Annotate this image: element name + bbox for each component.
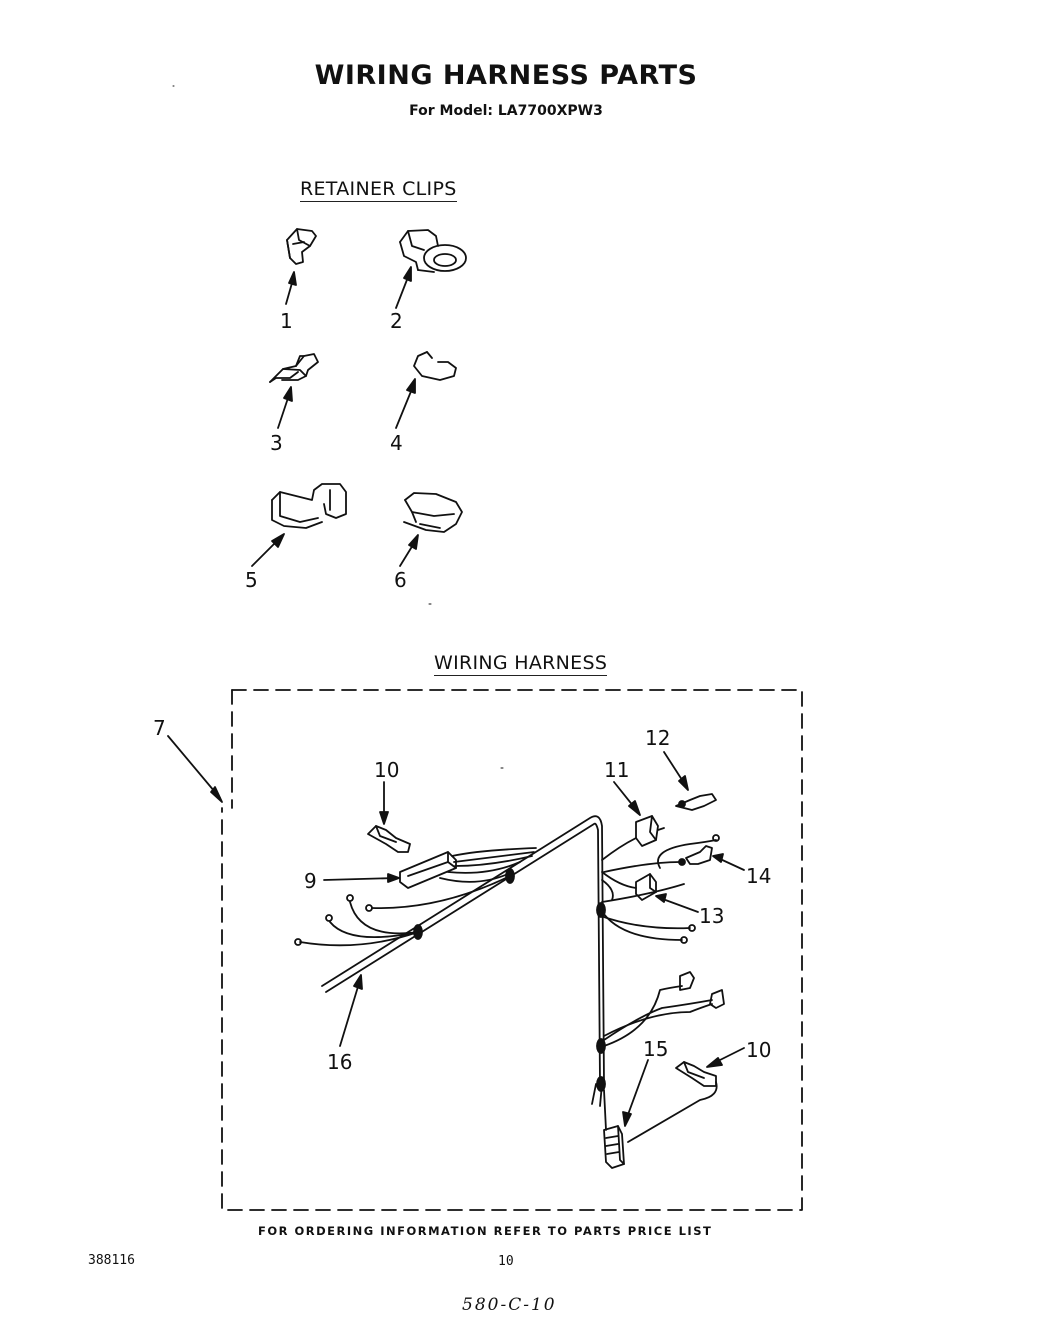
clip-2-label: 2 (390, 309, 403, 333)
harness-terminal-12 (675, 793, 717, 811)
clip-2-leader (395, 266, 412, 309)
retainer-clip-4 (413, 351, 457, 381)
handwritten-code: 580-C-10 (462, 1295, 557, 1315)
clip-3-leader (277, 386, 293, 429)
page-title: WIRING HARNESS PARTS (314, 60, 698, 91)
callout-10-right-leader (706, 1047, 745, 1068)
callout-14: 14 (746, 864, 772, 888)
ordering-note: FOR ORDERING INFORMATION REFER TO PARTS … (258, 1224, 713, 1238)
clip-3-label: 3 (270, 431, 283, 455)
clip-5-label: 5 (245, 568, 258, 592)
model-subtitle: For Model: LA7700XPW3 (409, 103, 603, 119)
harness-lower-plugs (603, 971, 725, 1047)
harness-connector-11 (601, 815, 665, 861)
page-number: 10 (498, 1254, 514, 1269)
harness-connector-15 (603, 1089, 625, 1169)
wiring-harness-heading: WIRING HARNESS (434, 652, 608, 676)
callout-11: 11 (604, 758, 630, 782)
harness-connector-13 (601, 871, 657, 901)
callout-10-left: 10 (374, 758, 400, 782)
callout-10-right: 10 (746, 1038, 772, 1062)
callout-12: 12 (645, 726, 671, 750)
callout-11-leader (613, 781, 641, 816)
clip-5-leader (251, 533, 285, 567)
clip-4-label: 4 (390, 431, 403, 455)
clip-6-leader (399, 534, 419, 567)
clip-1-label: 1 (280, 309, 293, 333)
retainer-clip-1 (286, 228, 317, 265)
harness-terminal-14 (603, 834, 720, 873)
harness-terminal-10-right (627, 1061, 718, 1143)
callout-13: 13 (699, 904, 725, 928)
scan-specks (172, 85, 504, 769)
harness-terminal-block-9 (399, 847, 537, 889)
harness-left-branches (294, 875, 511, 947)
document-code: 388116 (88, 1253, 135, 1268)
callout-7: 7 (153, 716, 166, 740)
callout-10-left-leader (379, 781, 389, 825)
retainer-clips-heading: RETAINER CLIPS (300, 178, 457, 202)
clip-4-leader (395, 378, 416, 429)
retainer-clip-6 (403, 492, 463, 533)
callout-7-leader (167, 735, 223, 803)
callout-12-leader (663, 751, 689, 791)
callout-9-leader (323, 873, 400, 883)
callout-13-leader (655, 893, 699, 913)
harness-terminal-10-left (367, 825, 411, 853)
callout-14-leader (712, 853, 745, 871)
retainer-clip-3 (269, 353, 319, 383)
callout-15: 15 (643, 1037, 669, 1061)
retainer-clip-2 (399, 229, 467, 273)
clip-1-leader (285, 271, 297, 305)
callout-16: 16 (327, 1050, 353, 1074)
harness-right-branches (600, 883, 696, 944)
callout-15-leader (622, 1059, 649, 1127)
clip-6-label: 6 (394, 568, 407, 592)
callout-16-leader (339, 974, 363, 1047)
callout-9: 9 (304, 869, 317, 893)
retainer-clip-5 (271, 483, 347, 529)
harness-main-trunk (321, 815, 606, 1107)
harness-frame (221, 689, 803, 1211)
